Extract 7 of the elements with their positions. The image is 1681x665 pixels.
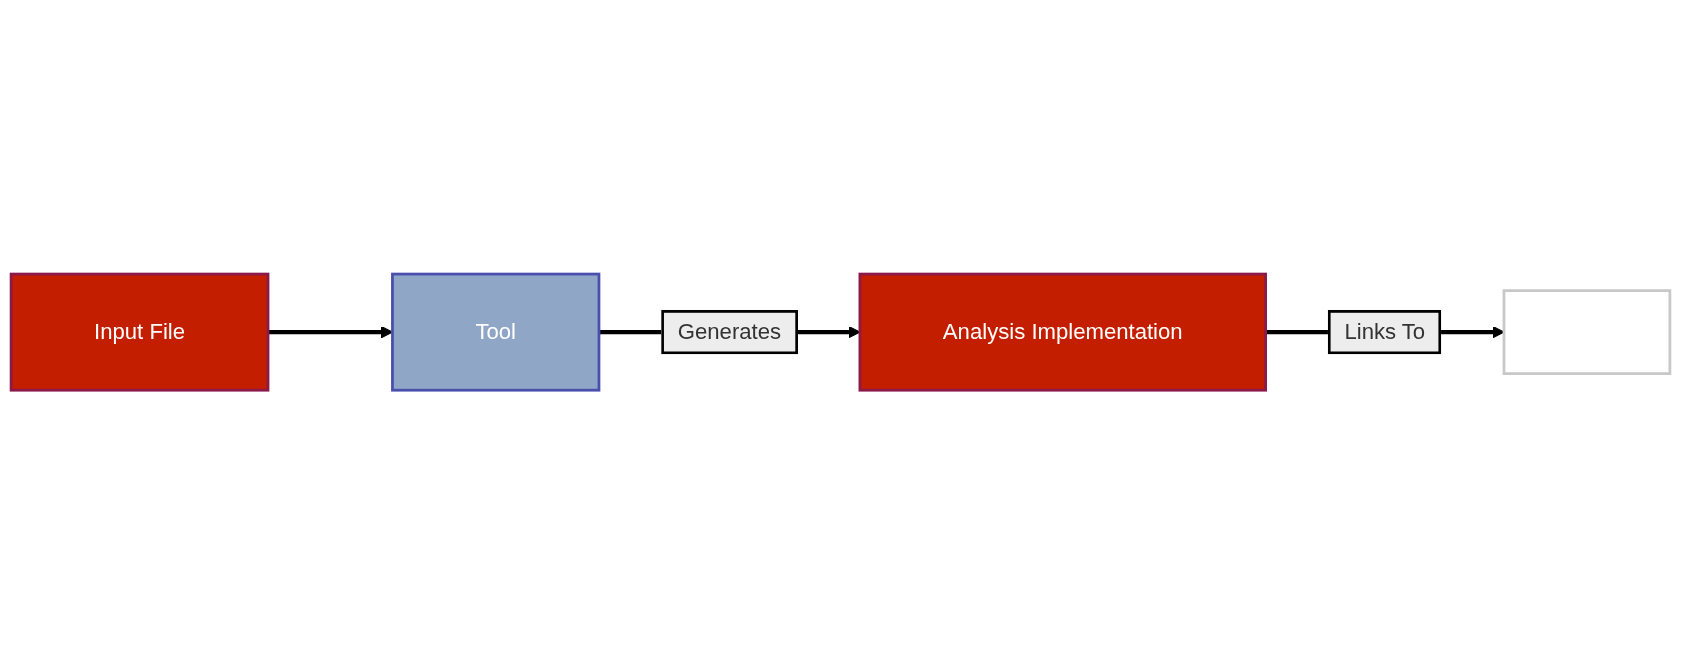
- arrow: [268, 326, 393, 339]
- node-box: [1502, 289, 1672, 376]
- edge-label: Links To: [1344, 320, 1426, 344]
- node-box: Analysis Implementation: [858, 273, 1267, 392]
- edge-label: Generates: [677, 320, 782, 344]
- node-box: Tool: [391, 273, 601, 392]
- node-box: Input File: [9, 273, 270, 392]
